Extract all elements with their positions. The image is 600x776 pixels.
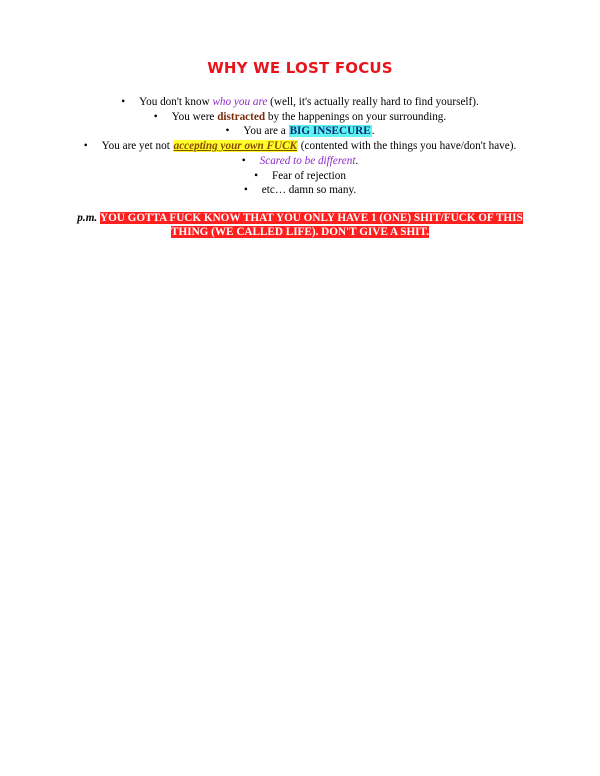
document-title: WHY WE LOST FOCUS xyxy=(207,59,393,77)
item-emphasis: distracted xyxy=(217,110,266,123)
bullet: • xyxy=(153,110,158,123)
list-item: • You are a BIG INSECURE. xyxy=(0,124,600,139)
item-emphasis: Scared to be different xyxy=(259,154,356,167)
list-item: • You are yet not accepting your own FUCK… xyxy=(0,139,600,154)
note-line-1: YOU GOTTA FUCK KNOW THAT YOU ONLY HAVE 1… xyxy=(99,212,523,224)
postscript-note: p.m. YOU GOTTA FUCK KNOW THAT YOU ONLY H… xyxy=(60,212,540,239)
note-line-2: THING (WE CALLED LIFE). DON'T GIVE A SHI… xyxy=(171,225,429,238)
item-text: You don't know xyxy=(139,96,213,108)
bullet: • xyxy=(241,154,246,167)
list-item: • etc… damn so many. xyxy=(0,183,600,198)
bullet: • xyxy=(225,125,230,138)
item-text-after: (contented with the things you have/don'… xyxy=(298,140,517,153)
item-text: You are a xyxy=(243,125,289,138)
bullet: • xyxy=(121,96,126,108)
list-item: • You were distracted by the happenings o… xyxy=(0,110,600,125)
item-emphasis: who you are xyxy=(212,96,268,108)
list-item: • Fear of rejection xyxy=(0,169,600,184)
item-text-after: (well, it's actually really hard to find… xyxy=(267,96,479,108)
note-prefix: p.m. xyxy=(77,212,98,224)
bullet: • xyxy=(243,184,248,197)
item-emphasis: BIG INSECURE xyxy=(288,125,372,138)
item-text: Fear of rejection xyxy=(271,169,346,182)
item-text-after: by the happenings on your surrounding. xyxy=(265,110,447,123)
item-emphasis: accepting your own FUCK xyxy=(172,140,298,153)
item-text: You were xyxy=(171,110,218,123)
bullet: • xyxy=(254,169,258,182)
item-text-after: . xyxy=(371,125,375,138)
list-item: • Scared to be different. xyxy=(0,154,600,169)
item-text: You are yet not xyxy=(101,140,173,153)
bullet: • xyxy=(83,140,88,153)
list-item: • You don't know who you are (well, it's … xyxy=(0,95,600,110)
reasons-list: • You don't know who you are (well, it's … xyxy=(0,95,600,198)
item-text: etc… damn so many. xyxy=(261,184,357,197)
item-text-after: . xyxy=(355,154,359,167)
